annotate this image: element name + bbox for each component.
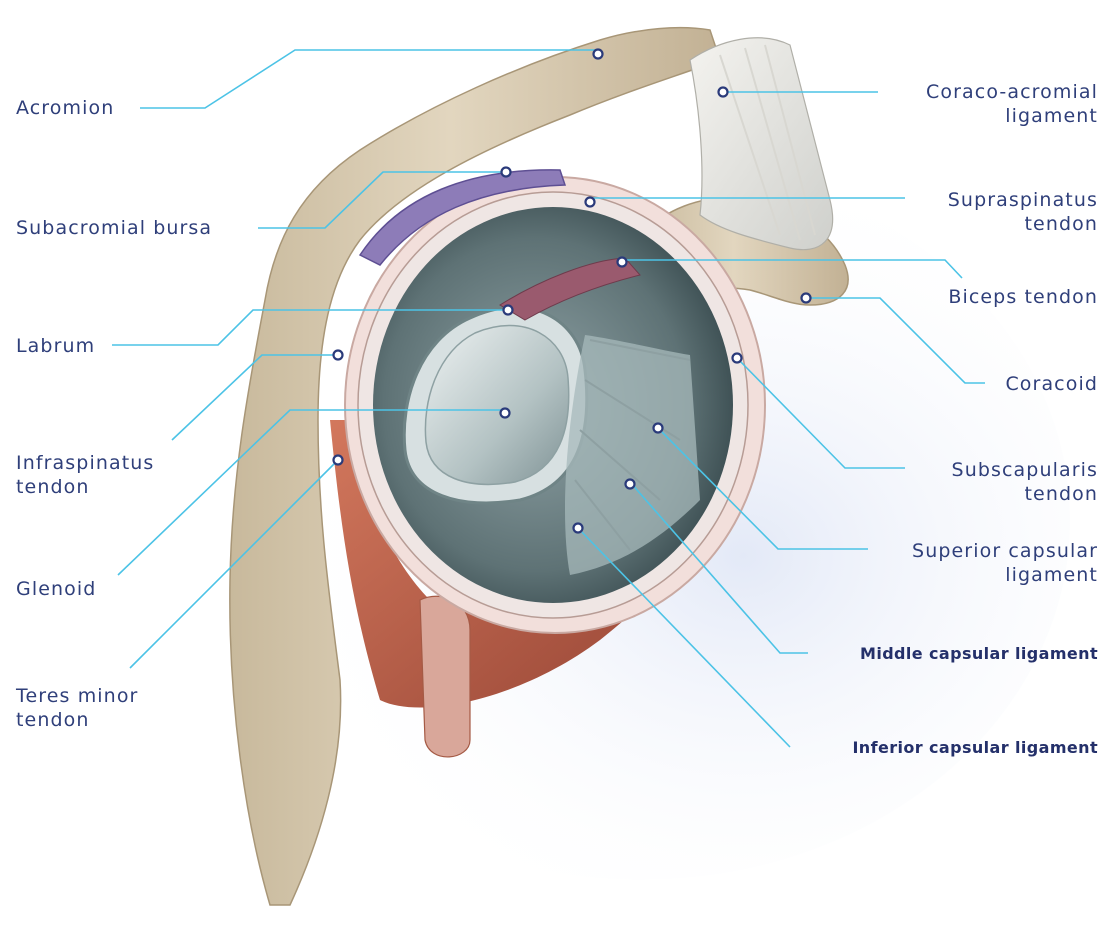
label-teres-minor-line1: Teres minor <box>16 684 138 708</box>
marker-middle-capsular <box>626 480 635 489</box>
label-supraspinatus-tendon: Supraspinatus tendon <box>948 188 1098 236</box>
label-infraspinatus-line1: Infraspinatus <box>16 451 154 475</box>
marker-acromion <box>594 50 603 59</box>
label-coraco-acromial-ligament: Coraco-acromial ligament <box>926 80 1098 128</box>
label-superior-capsular-line2: ligament <box>912 563 1098 587</box>
marker-glenoid <box>501 409 510 418</box>
label-teres-minor-line2: tendon <box>16 708 138 732</box>
label-subscapularis-tendon: Subscapularis tendon <box>952 458 1098 506</box>
marker-labrum <box>504 306 513 315</box>
marker-superior-capsular <box>654 424 663 433</box>
label-teres-minor-tendon: Teres minor tendon <box>16 684 138 732</box>
marker-coraco-acromial <box>719 88 728 97</box>
marker-subscapularis <box>733 354 742 363</box>
label-infraspinatus-line2: tendon <box>16 475 154 499</box>
label-inferior-capsular-ligament: Inferior capsular ligament <box>852 736 1098 760</box>
label-superior-capsular-ligament: Superior capsular ligament <box>912 539 1098 587</box>
marker-teres-minor <box>334 456 343 465</box>
teres-tendon-shape <box>420 596 470 757</box>
label-glenoid: Glenoid <box>16 577 96 601</box>
marker-coracoid <box>802 294 811 303</box>
label-coracoid: Coracoid <box>1005 372 1098 396</box>
label-coraco-acromial-line1: Coraco-acromial <box>926 80 1098 104</box>
label-biceps-tendon: Biceps tendon <box>948 285 1098 309</box>
marker-supraspinatus <box>586 198 595 207</box>
label-supraspinatus-line2: tendon <box>948 212 1098 236</box>
label-subscapularis-line2: tendon <box>952 482 1098 506</box>
label-subscapularis-line1: Subscapularis <box>952 458 1098 482</box>
marker-biceps <box>618 258 627 267</box>
marker-inferior-capsular <box>574 524 583 533</box>
label-infraspinatus-tendon: Infraspinatus tendon <box>16 451 154 499</box>
label-labrum: Labrum <box>16 334 95 358</box>
label-supraspinatus-line1: Supraspinatus <box>948 188 1098 212</box>
marker-subacromial-bursa <box>502 168 511 177</box>
label-acromion: Acromion <box>16 96 114 120</box>
label-superior-capsular-line1: Superior capsular <box>912 539 1098 563</box>
marker-infraspinatus <box>334 351 343 360</box>
label-coraco-acromial-line2: ligament <box>926 104 1098 128</box>
label-subacromial-bursa: Subacromial bursa <box>16 216 212 240</box>
label-middle-capsular-ligament: Middle capsular ligament <box>860 642 1098 666</box>
